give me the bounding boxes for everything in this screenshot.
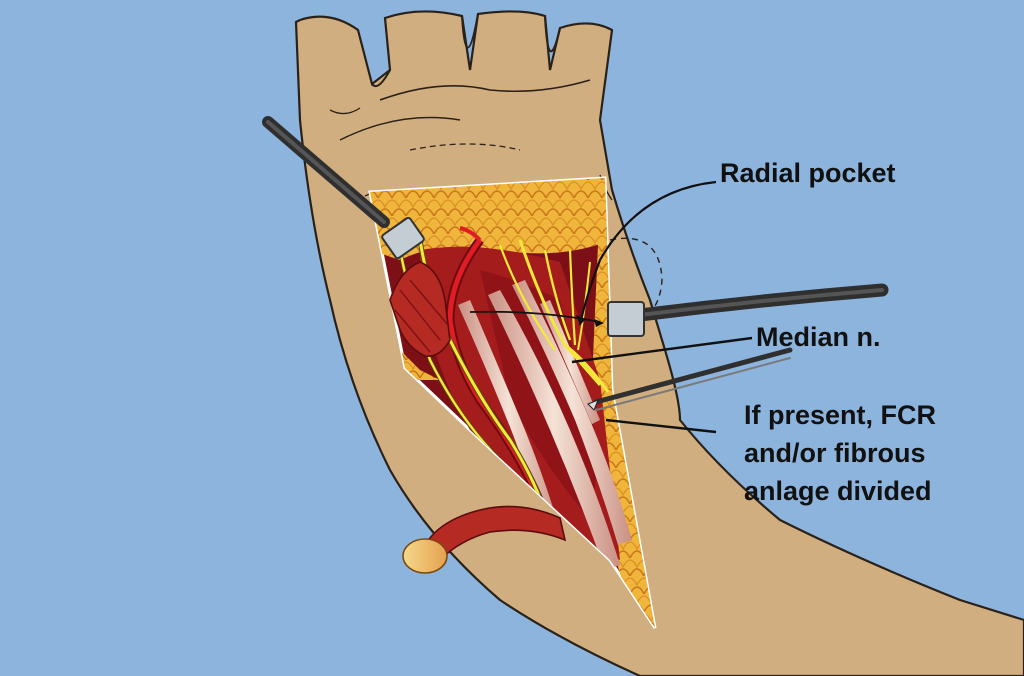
label-radial-pocket: Radial pocket bbox=[720, 158, 896, 188]
label-fcr-line-2: and/or fibrous bbox=[744, 438, 926, 468]
label-fcr-divided: If present, FCR and/or fibrous anlage di… bbox=[744, 396, 936, 510]
probe-instrument bbox=[587, 347, 793, 411]
artery-stump bbox=[402, 505, 567, 574]
retracted-muscle bbox=[389, 261, 451, 357]
label-median-nerve: Median n. bbox=[756, 322, 881, 352]
label-fcr-line-3: anlage divided bbox=[744, 476, 932, 506]
retractor-left bbox=[262, 116, 425, 260]
retractor-right bbox=[607, 283, 889, 337]
leader-lines bbox=[469, 180, 753, 434]
label-fcr-line-1: If present, FCR bbox=[744, 400, 937, 430]
